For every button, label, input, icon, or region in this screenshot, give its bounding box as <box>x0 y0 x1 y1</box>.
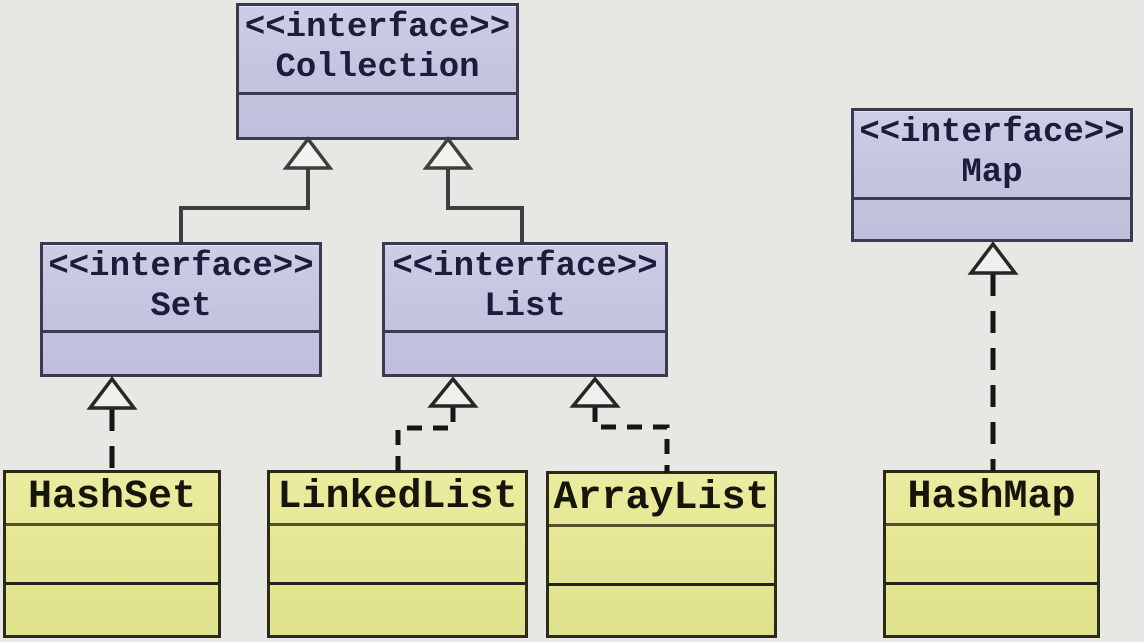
generalization-arrowhead-icon <box>422 136 474 170</box>
edge-hashset-implements-set <box>86 376 138 471</box>
members-compartment <box>385 330 665 374</box>
operations-compartment <box>270 582 525 635</box>
attributes-compartment <box>6 523 218 582</box>
class-box-list[interactable]: <<interface>> List <box>382 242 668 377</box>
edge-set-extends-collection <box>179 136 334 243</box>
class-box-hashmap[interactable]: HashMap <box>883 470 1100 638</box>
realization-arrowhead-icon <box>967 241 1019 275</box>
class-box-hashset[interactable]: HashSet <box>3 470 221 638</box>
operations-compartment <box>886 582 1097 635</box>
edge-list-extends-collection <box>422 136 524 243</box>
operations-compartment <box>549 583 774 635</box>
attributes-compartment <box>886 523 1097 582</box>
operations-compartment <box>6 582 218 635</box>
edge-linkedlist-implements-list <box>395 376 479 471</box>
class-name: HashMap <box>907 475 1076 520</box>
class-header: <<interface>> List <box>385 245 665 330</box>
generalization-arrowhead-icon <box>282 136 334 170</box>
stereotype-label: <<interface>> <box>392 248 658 286</box>
class-name: Collection <box>275 49 480 87</box>
class-name: HashSet <box>27 475 197 520</box>
stereotype-label: <<interface>> <box>244 9 511 47</box>
attributes-compartment <box>549 524 774 583</box>
class-name: List <box>484 288 566 326</box>
class-box-map[interactable]: <<interface>> Map <box>851 108 1133 242</box>
stereotype-label: <<interface>> <box>48 248 314 286</box>
class-header: <<interface>> Collection <box>239 6 516 92</box>
stereotype-label: <<interface>> <box>859 114 1125 152</box>
realization-arrowhead-icon <box>427 376 479 408</box>
class-name: LinkedList <box>277 475 518 520</box>
attributes-compartment <box>270 523 525 582</box>
members-compartment <box>854 197 1130 239</box>
class-box-linkedlist[interactable]: LinkedList <box>267 470 528 638</box>
members-compartment <box>239 92 516 137</box>
members-compartment <box>43 330 319 374</box>
class-name: ArrayList <box>553 476 770 521</box>
class-box-arraylist[interactable]: ArrayList <box>546 471 777 638</box>
class-header: <<interface>> Map <box>854 111 1130 197</box>
class-box-collection[interactable]: <<interface>> Collection <box>236 3 519 140</box>
realization-arrowhead-icon <box>86 376 138 410</box>
realization-arrowhead-icon <box>569 376 621 408</box>
class-name: Set <box>150 288 212 326</box>
class-box-set[interactable]: <<interface>> Set <box>40 242 322 377</box>
class-name: Map <box>961 154 1023 192</box>
class-header: <<interface>> Set <box>43 245 319 330</box>
edge-arraylist-implements-list <box>569 376 670 473</box>
edge-hashmap-implements-map <box>967 241 1019 471</box>
